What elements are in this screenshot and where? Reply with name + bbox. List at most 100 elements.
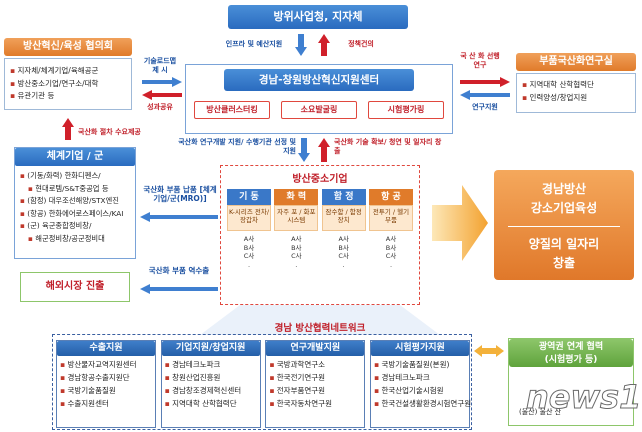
sme-company: .	[389, 260, 393, 269]
big-right-arrow	[432, 185, 488, 261]
label-supply: 국산화 부품 납품 [체계기업/군(MRO)]	[143, 185, 217, 203]
left-arrow-blue-3	[140, 284, 218, 294]
network-panel-item: 방산물자교역지원센터	[60, 358, 152, 371]
pill-test: 시험평가링	[368, 101, 444, 119]
sme-company: B사	[385, 243, 397, 252]
network-panel-item: 수출지원센터	[60, 397, 152, 410]
center-support-title: 경남-창원방산혁신지원센터	[224, 69, 414, 91]
right-bottom-panel: 광역권 연계 협력 (시험평가 등) (울산) 울산 산	[508, 338, 634, 426]
up-arrow-red-2	[318, 138, 330, 162]
left-arrow-blue	[460, 90, 510, 100]
right-arrow-blue	[142, 77, 182, 87]
left-mid-item: (항공) 한화에어로스페이스/KAI	[20, 208, 130, 221]
network-panel-item: 한국전기연구원	[269, 371, 361, 384]
left-mid-panel: 체계기업 / 군 (기동/화력) 한화디펜스/ 현대로템/S&T중공업 등 (함…	[14, 147, 136, 259]
network-panel-item: 국방기술품질원(본원)	[374, 358, 466, 371]
sme-column-desc: K-시리즈 전차/장갑차	[227, 205, 271, 231]
center-support-panel: 경남-창원방산혁신지원센터 방산클러스터킹 소요발굴링 시험평가링	[185, 64, 453, 134]
result-line4: 창출	[552, 256, 576, 270]
left-arrow-blue-2	[140, 212, 218, 222]
right-top-item: 인력양성/창업지원	[522, 92, 630, 105]
network-panel-title: 시험평가지원	[370, 341, 469, 356]
sme-column-desc: 자주 포 / 화포시스템	[274, 205, 319, 231]
sme-company: C사	[338, 252, 349, 260]
down-arrow-blue-2	[298, 138, 310, 162]
pill-cluster: 방산클러스터킹	[194, 101, 270, 119]
news1-watermark: news1	[525, 378, 642, 417]
up-arrow-red-left	[62, 118, 74, 140]
network-panel-item: 전자부품연구원	[269, 384, 361, 397]
left-mid-item: (함정) 대우조선해양/STX엔진	[20, 195, 130, 208]
network-panel-item: 한국건설생활환경시험연구원	[374, 397, 471, 410]
pill-demand: 소요발굴링	[281, 101, 357, 119]
top-box: 방위사업청, 지자체	[228, 5, 408, 29]
network-panel: 기업지원/창업지원경남테크노파크창원산업진흥원경남창조경제혁신센터지역대학 산학…	[160, 340, 261, 428]
network-trapezoid	[200, 305, 440, 335]
right-top-title: 부품국산화연구실	[516, 53, 636, 71]
right-bottom-item: (울산) 울산 산	[519, 408, 562, 416]
network-panel-item: 경남항공수출지원단	[60, 371, 152, 384]
network-panel-title: 수출지원	[57, 341, 155, 356]
network-panel-item: 경남테크노파크	[374, 371, 466, 384]
result-line2: 강소기업육성	[530, 201, 598, 215]
sme-column-header: 항 공	[368, 189, 413, 205]
network-panel-title: 기업지원/창업지원	[161, 341, 260, 356]
left-top-item: 유관기관 등	[10, 90, 126, 103]
sme-company: B사	[291, 243, 302, 252]
sme-title: 방산중소기업	[292, 174, 348, 185]
up-arrow-red-1	[318, 34, 330, 56]
sme-company: C사	[291, 252, 302, 260]
left-top-title: 방산혁신/육성 협의회	[4, 38, 132, 56]
label-policy: 정책건의	[348, 40, 374, 48]
double-arrow	[474, 345, 504, 357]
network-panel-item: 경남창조경제혁신센터	[165, 384, 257, 397]
sme-column-desc: 잠수함 / 함정장치	[321, 205, 366, 231]
sme-company: .	[342, 260, 345, 269]
network-panel-item: 지역대학 산학협력단	[165, 397, 257, 410]
label-support: 연구지원	[472, 103, 498, 111]
right-arrow-red	[460, 77, 510, 87]
label-rnd: 국산화 연구개발 지원/ 수행기관 선정 및 지원	[178, 138, 296, 155]
left-mid-item: 해군정비창/공군정비대	[20, 233, 130, 246]
overseas-box: 해외시장 진출	[20, 272, 130, 302]
right-top-item: 지역대학 산학협력단	[522, 79, 630, 92]
sme-column-header: 기 동	[227, 189, 271, 205]
sme-company: C사	[385, 252, 397, 260]
left-mid-item: 현대로템/S&T중공업 등	[20, 183, 130, 196]
label-tech: 국산화 기술 확보/ 청연 및 일자리 창출	[334, 138, 442, 155]
right-bottom-title: 광역권 연계 협력 (시험평가 등)	[509, 339, 633, 367]
sme-company: A사	[338, 235, 349, 243]
left-top-item: 방산중소기업/연구소/대학	[10, 78, 126, 91]
network-panel-item: 경남테크노파크	[165, 358, 257, 371]
sme-company: A사	[385, 235, 397, 243]
label-roadmap: 기술로드맵 제 시	[143, 57, 177, 74]
label-share: 성과공유	[147, 103, 173, 111]
network-panel: 수출지원방산물자교역지원센터경남항공수출지원단국방기술품질원수출지원센터	[56, 340, 156, 428]
sme-company: B사	[243, 243, 255, 252]
network-panel-item: 국방기술품질원	[60, 384, 152, 397]
network-panel: 시험평가지원국방기술품질원(본원)경남테크노파크한국산업기술시험원한국건설생활환…	[369, 340, 471, 428]
network-title: 경남 방산협력네트워크	[274, 323, 366, 334]
network-container	[52, 334, 472, 430]
sme-company: .	[247, 260, 251, 269]
left-mid-title: 체계기업 / 군	[15, 148, 135, 166]
sme-column-desc: 전투기 / 헬기부품	[368, 205, 413, 231]
down-arrow-blue-1	[295, 34, 307, 56]
sme-column-header: 함 정	[321, 189, 366, 205]
left-mid-item: (기동/화력) 한화디펜스/	[20, 170, 130, 183]
network-panel-item: 창원산업진흥원	[165, 371, 257, 384]
sme-company: C사	[243, 252, 255, 260]
sme-company: B사	[338, 243, 349, 252]
sme-company: A사	[243, 235, 255, 243]
left-mid-item: (군) 육군종합정비창/	[20, 220, 130, 233]
label-research: 국 산 화 선행연구	[460, 52, 500, 69]
result-line1: 경남방산	[541, 182, 587, 196]
sme-column-header: 화 력	[274, 189, 319, 205]
